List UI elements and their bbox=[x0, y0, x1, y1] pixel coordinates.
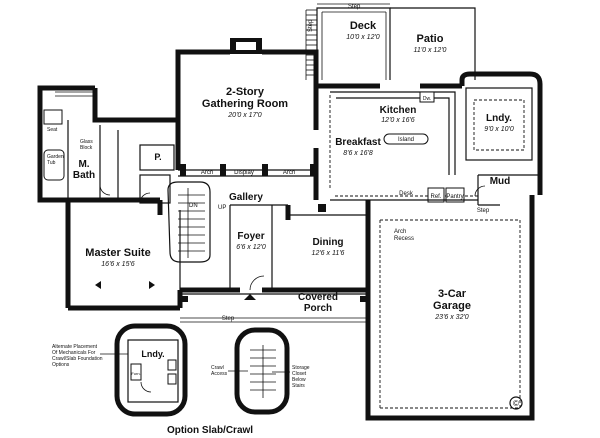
gallery-name: Gallery bbox=[229, 192, 263, 203]
crawl-access-line2: Access bbox=[211, 371, 228, 377]
garden-tub-label-line2: Tub bbox=[47, 160, 56, 166]
gathering-name-line1: 2-Story bbox=[226, 86, 265, 98]
ref-label: Ref. bbox=[430, 194, 441, 200]
option-furn-label: Furn. bbox=[131, 371, 140, 376]
breakfast-name: Breakfast bbox=[335, 137, 381, 148]
garage-dim: 23'6 x 32'0 bbox=[434, 314, 469, 321]
storage-line1: Storage bbox=[292, 365, 310, 371]
display-label: Display bbox=[234, 170, 254, 176]
storage-line3: Below bbox=[292, 377, 306, 383]
master-arrow-right bbox=[149, 281, 155, 289]
step-label-top-side: Step bbox=[308, 19, 314, 32]
gathering-dim: 20'0 x 17'0 bbox=[227, 112, 262, 119]
master-suite-name: Master Suite bbox=[85, 247, 150, 259]
option-note-line4: Options bbox=[52, 362, 70, 368]
doors bbox=[99, 184, 486, 291]
master-bath-name-line1: M. bbox=[78, 159, 89, 170]
garage-name-line2: Garage bbox=[433, 300, 471, 312]
up-label: UP bbox=[218, 205, 226, 211]
copyright-circle bbox=[509, 396, 523, 410]
porch-name-line2: Porch bbox=[304, 303, 332, 314]
arch-right-label: Arch bbox=[283, 170, 295, 176]
step-label-porch: Step bbox=[222, 316, 235, 322]
kitchen-name: Kitchen bbox=[380, 105, 417, 116]
breakfast-dim: 8'6 x 16'8 bbox=[343, 150, 373, 157]
glass-block-top bbox=[55, 91, 95, 97]
option-laundry-inset bbox=[114, 323, 188, 417]
pantry-label: Pantry bbox=[446, 194, 463, 200]
master-suite-dim: 16'6 x 15'6 bbox=[101, 261, 135, 268]
desk-label: Desk bbox=[399, 191, 414, 197]
option-note-line1: Alternate Placement bbox=[52, 344, 98, 350]
option-title: Option Slab/Crawl bbox=[167, 425, 253, 436]
garden-tub-label-line1: Garden bbox=[47, 154, 64, 160]
patio-name: Patio bbox=[417, 33, 444, 45]
glass-block-side-line1: Glass bbox=[80, 139, 93, 145]
dn-label: DN bbox=[189, 203, 198, 209]
porch-name-line1: Covered bbox=[298, 292, 338, 303]
step-label-mud: Step bbox=[477, 208, 490, 214]
entry-arrow bbox=[244, 294, 256, 300]
mud-name: Mud bbox=[490, 176, 511, 187]
step-label-top: Step bbox=[348, 4, 361, 10]
dining-name: Dining bbox=[312, 237, 343, 248]
option-note-line3: Crawl/Slab Foundation bbox=[52, 356, 103, 362]
glass-block-top-label: Glass Block bbox=[57, 86, 84, 92]
arch-recess-label-line2: Recess bbox=[394, 236, 414, 242]
dining-dim: 12'6 x 11'6 bbox=[312, 250, 345, 257]
crawl-access-line1: Crawl bbox=[211, 365, 224, 371]
interior-walls bbox=[43, 86, 540, 409]
laundry-dim: 9'0 x 10'0 bbox=[484, 126, 514, 133]
gathering-name-line2: Gathering Room bbox=[202, 98, 288, 110]
pantry-p-label: P. bbox=[154, 152, 161, 162]
patio-dim: 11'0 x 12'0 bbox=[414, 47, 447, 54]
deck-dim: 10'0 x 12'0 bbox=[346, 34, 380, 41]
dw-label: Dw. bbox=[423, 96, 431, 102]
option-laundry-name: Lndy. bbox=[141, 349, 164, 359]
island-label: Island bbox=[398, 137, 414, 143]
foyer-dim: 6'6 x 12'0 bbox=[236, 244, 266, 251]
option-note-line2: Of Mechanicals For bbox=[52, 350, 96, 356]
glass-block-side-line2: Block bbox=[80, 145, 93, 151]
master-bath-name-line2: Bath bbox=[73, 170, 95, 181]
arch-left-label: Arch bbox=[201, 170, 213, 176]
deck-outline bbox=[305, 3, 391, 80]
kitchen-dim: 12'0 x 16'6 bbox=[381, 117, 415, 124]
patio-outline bbox=[390, 7, 476, 80]
foyer-name: Foyer bbox=[237, 231, 264, 242]
storage-line2: Closet bbox=[292, 371, 307, 377]
seat-label: Seat bbox=[47, 127, 58, 133]
master-arrow-left bbox=[95, 281, 101, 289]
copyright-mark: © bbox=[513, 399, 519, 408]
garage-name-line1: 3-Car bbox=[438, 288, 467, 300]
storage-line4: Stairs bbox=[292, 383, 305, 389]
arch-recess-label-line1: Arch bbox=[394, 229, 406, 235]
deck-name: Deck bbox=[350, 20, 377, 32]
exterior-walls bbox=[37, 38, 543, 421]
laundry-name: Lndy. bbox=[486, 113, 512, 124]
